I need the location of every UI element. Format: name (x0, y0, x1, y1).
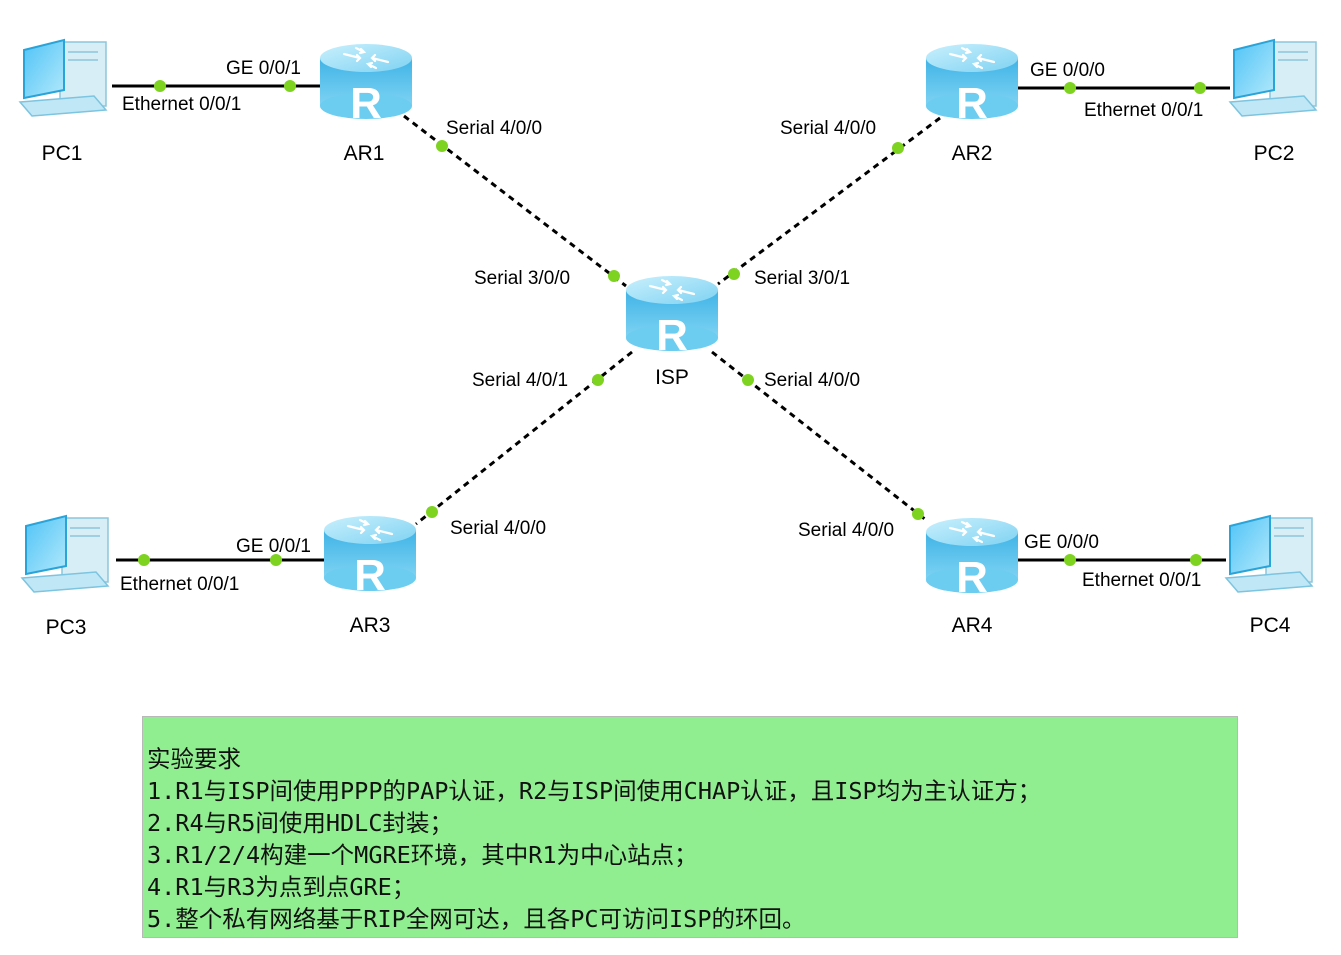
requirement-item: 3.R1/2/4构建一个MGRE环境，其中R1为中心站点； (147, 841, 698, 869)
pc4-label: PC4 (1250, 614, 1291, 637)
pc-icon (1229, 39, 1317, 117)
pc1-label: PC1 (42, 142, 83, 165)
router-isp[interactable]: R (624, 274, 720, 360)
router-ar2[interactable]: R (924, 42, 1020, 128)
if-ar2-serial: Serial 4/0/0 (780, 118, 876, 139)
requirement-item: 4.R1与R3为点到点GRE； (147, 873, 416, 901)
if-ar1-serial: Serial 4/0/0 (446, 118, 542, 139)
if-ar3-ge: GE 0/0/1 (236, 536, 311, 557)
if-ar2-ge: GE 0/0/0 (1030, 60, 1105, 81)
pc3-label: PC3 (46, 616, 87, 639)
network-topology: R R R R R PC1 AR1 AR2 PC2 ISP PC3 AR3 AR… (19, 39, 1317, 639)
if-pc2-eth: Ethernet 0/0/1 (1084, 100, 1203, 121)
pc-icon (21, 515, 109, 593)
router-glyph: R (354, 551, 386, 600)
ar3-label: AR3 (350, 614, 391, 637)
interface-dots (138, 80, 1206, 566)
pc4[interactable] (1225, 515, 1313, 593)
router-glyph: R (956, 79, 988, 128)
if-ar3-serial: Serial 4/0/0 (450, 518, 546, 539)
requirement-item: 2.R4与R5间使用HDLC封装； (147, 809, 453, 837)
isp-label: ISP (655, 366, 689, 389)
if-ar1-ge: GE 0/0/1 (226, 58, 301, 79)
ar2-label: AR2 (952, 142, 993, 165)
pc1[interactable] (19, 39, 107, 117)
if-isp-s400: Serial 4/0/0 (764, 370, 860, 391)
if-pc4-eth: Ethernet 0/0/1 (1082, 570, 1201, 591)
pc2-label: PC2 (1254, 142, 1295, 165)
pc-icon (19, 39, 107, 117)
if-ar4-serial: Serial 4/0/0 (798, 520, 894, 541)
router-ar4[interactable]: R (924, 516, 1020, 602)
pc3[interactable] (21, 515, 109, 593)
pc-icon (1225, 515, 1313, 593)
router-glyph: R (350, 79, 382, 128)
link-ar2-isp (717, 116, 941, 286)
if-isp-s300: Serial 3/0/0 (474, 268, 570, 289)
router-glyph: R (956, 553, 988, 602)
ar1-label: AR1 (344, 142, 385, 165)
pc2[interactable] (1229, 39, 1317, 117)
if-pc1-eth: Ethernet 0/0/1 (122, 94, 241, 115)
link-ar1-isp (403, 114, 627, 288)
if-ar4-ge: GE 0/0/0 (1024, 532, 1099, 553)
requirements-box: 实验要求 1.R1与ISP间使用PPP的PAP认证，R2与ISP间使用CHAP认… (142, 716, 1238, 938)
if-isp-s401: Serial 4/0/1 (472, 370, 568, 391)
requirements-title: 实验要求 (147, 745, 241, 773)
router-ar3[interactable]: R (322, 514, 418, 600)
if-isp-s301: Serial 3/0/1 (754, 268, 850, 289)
if-pc3-eth: Ethernet 0/0/1 (120, 574, 239, 595)
router-ar1[interactable]: R (318, 42, 414, 128)
requirement-item: 5.整个私有网络基于RIP全网可达，且各PC可访问ISP的环回。 (147, 905, 806, 933)
requirement-item: 1.R1与ISP间使用PPP的PAP认证，R2与ISP间使用CHAP认证，且IS… (147, 777, 1042, 805)
router-glyph: R (656, 311, 688, 360)
ar4-label: AR4 (952, 614, 993, 637)
